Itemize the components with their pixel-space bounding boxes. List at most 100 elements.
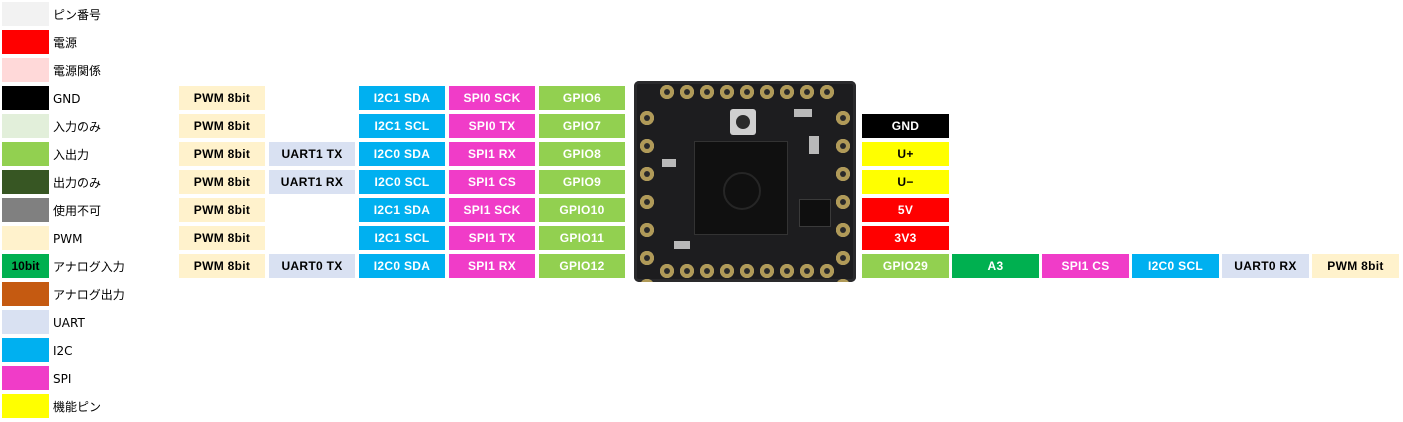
legend-label: 機能ピン: [53, 400, 102, 414]
pin-i2c-cell: I2C1 SCL: [359, 114, 445, 138]
pin-gpio-cell: GPIO6: [539, 86, 625, 110]
pin-pwm-cell: PWM 8bit: [179, 226, 265, 250]
pin-pad: [780, 264, 794, 278]
legend-label: 入出力: [53, 148, 90, 162]
pin-gnd-cell: GND: [862, 114, 949, 138]
pin-pad: [660, 264, 674, 278]
pin-pad: [836, 139, 850, 153]
pin-pad: [700, 264, 714, 278]
pin-pad: [660, 85, 674, 99]
legend-swatch: [2, 2, 49, 26]
pin-pad: [640, 279, 654, 282]
mcu-chip: [694, 141, 788, 235]
pin-pwm-cell: PWM 8bit: [179, 254, 265, 278]
legend-swatch: [2, 226, 49, 250]
pin-analog-cell: A3: [952, 254, 1039, 278]
pin-pad: [680, 85, 694, 99]
legend-swatch: [2, 366, 49, 390]
legend-label: アナログ出力: [53, 288, 125, 302]
pin-pad: [740, 85, 754, 99]
legend-swatch: [2, 142, 49, 166]
legend-label: I2C: [53, 344, 73, 358]
pin-pwm-cell: PWM 8bit: [179, 170, 265, 194]
smd-component: [809, 136, 819, 154]
pin-pad: [720, 85, 734, 99]
pin-spi-cell: SPI0 TX: [449, 114, 535, 138]
regulator-chip: [799, 199, 831, 227]
legend-swatch: [2, 170, 49, 194]
pin-pad: [640, 223, 654, 237]
pin-pad: [836, 167, 850, 181]
pin-pad: [640, 251, 654, 265]
legend-swatch: 10bit: [2, 254, 49, 278]
pin-spi-cell: SPI1 SCK: [449, 198, 535, 222]
legend-label: 入力のみ: [53, 120, 102, 134]
legend-swatch: [2, 338, 49, 362]
pin-pad: [836, 279, 850, 282]
legend-swatch: [2, 310, 49, 334]
pin-gpio-cell: GPIO11: [539, 226, 625, 250]
pin-pad: [640, 195, 654, 209]
pin-gpio-cell: GPIO8: [539, 142, 625, 166]
pin-pad: [740, 264, 754, 278]
pin-pad: [800, 264, 814, 278]
pin-spi-cell: SPI1 TX: [449, 226, 535, 250]
pin-gpio-cell: GPIO12: [539, 254, 625, 278]
pin-pad: [836, 111, 850, 125]
pin-pad: [640, 111, 654, 125]
pin-uart-cell: UART1 RX: [269, 170, 355, 194]
pin-i2c-cell: I2C0 SDA: [359, 142, 445, 166]
smd-component: [794, 109, 812, 117]
legend-label: 電源: [53, 36, 78, 50]
legend-swatch: [2, 394, 49, 418]
pin-gpio-cell: GPIO9: [539, 170, 625, 194]
pin-spi-cell: SPI1 CS: [1042, 254, 1129, 278]
legend-swatch: [2, 282, 49, 306]
pin-pad: [640, 167, 654, 181]
pin-pad: [820, 264, 834, 278]
pin-pad: [640, 139, 654, 153]
pin-spi-cell: SPI1 RX: [449, 254, 535, 278]
pin-pad: [836, 223, 850, 237]
pin-pwm-cell: PWM 8bit: [179, 86, 265, 110]
legend-swatch: [2, 30, 49, 54]
legend-swatch: [2, 86, 49, 110]
legend-label: PWM: [53, 232, 83, 246]
pin-i2c-cell: I2C0 SCL: [1132, 254, 1219, 278]
pin-pwm-cell: PWM 8bit: [179, 142, 265, 166]
pin-pwm-cell: PWM 8bit: [179, 114, 265, 138]
pin-pad: [720, 264, 734, 278]
pin-pad: [760, 264, 774, 278]
legend-label: ピン番号: [53, 8, 102, 22]
pin-func-cell: U+: [862, 142, 949, 166]
legend-swatch: [2, 58, 49, 82]
pin-spi-cell: SPI1 RX: [449, 142, 535, 166]
legend-label: 使用不可: [53, 204, 102, 218]
pin-uart-cell: UART0 RX: [1222, 254, 1309, 278]
pin-spi-cell: SPI0 SCK: [449, 86, 535, 110]
pin-pad: [780, 85, 794, 99]
board-image: [634, 81, 856, 282]
pin-i2c-cell: I2C1 SDA: [359, 198, 445, 222]
pin-pad: [836, 251, 850, 265]
pin-uart-cell: UART0 TX: [269, 254, 355, 278]
pin-pad: [760, 85, 774, 99]
legend-label: SPI: [53, 372, 72, 386]
legend-label: UART: [53, 316, 85, 330]
pin-spi-cell: SPI1 CS: [449, 170, 535, 194]
boot-button-icon: [730, 109, 756, 135]
pin-pad: [820, 85, 834, 99]
legend-swatch: [2, 198, 49, 222]
legend-label: 電源関係: [53, 64, 102, 78]
pin-i2c-cell: I2C0 SCL: [359, 170, 445, 194]
pin-pad: [680, 264, 694, 278]
pin-pad: [800, 85, 814, 99]
legend-swatch: [2, 114, 49, 138]
legend-label: 出力のみ: [53, 176, 102, 190]
pin-pad: [700, 85, 714, 99]
pin-power-cell: 3V3: [862, 226, 949, 250]
pin-pwm-cell: PWM 8bit: [179, 198, 265, 222]
smd-component: [662, 159, 676, 167]
pin-gpio-cell: GPIO10: [539, 198, 625, 222]
pin-i2c-cell: I2C0 SDA: [359, 254, 445, 278]
